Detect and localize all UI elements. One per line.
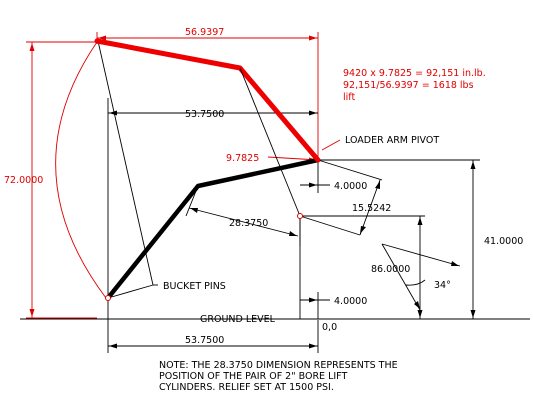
cylinder-angle-line-lower [381,243,421,311]
upper-horizontal-right-arrow [309,110,317,116]
bucket-pins-label: BUCKET PINS [163,281,226,292]
lower-offset-arrow [309,297,317,303]
lower-pin-height-bottom-arrow [417,310,423,318]
cylinder-angle-line-upper [381,243,461,267]
ground-level-label: GROUND LEVEL [200,314,276,325]
diagonal-top-extension [317,159,383,181]
bottom-dimension-left-arrow [109,343,117,349]
pivot-callout-leader [321,139,341,151]
note-line-1: NOTE: THE 28.3750 DIMENSION REPRESENTS T… [159,360,398,371]
bucket-pin-leader-top [97,40,154,286]
pivot-height-label: 41.0000 [484,236,523,247]
cylinder-position-label: 28.3750 [229,218,268,229]
note-line-3: CYLINDERS. RELIEF SET AT 1500 PSI. [159,382,334,393]
loader-arm-pivot-label: LOADER ARM PIVOT [345,135,439,146]
diagonal-dimension-line [359,179,381,236]
loader-arm [94,38,321,163]
calc-line-2: 92,151/56.9397 = 1618 lbs [343,80,474,91]
origin-label: 0,0 [322,322,337,333]
bucket-pin-icon [105,295,111,301]
top-dimension-left-arrow [98,35,106,41]
cylinder-angle-arrow-upper [451,261,459,266]
upper-offset-arrow [309,182,317,188]
total-height-label: 72.0000 [4,175,43,186]
pivot-height-bottom-arrow [470,310,476,318]
height-top-arrow [29,43,35,51]
bottom-width-label: 53.7500 [185,335,224,346]
angle-arc [405,279,426,286]
cylinder-dimension-line [188,207,299,237]
diagonal-span-label: 15.5242 [352,203,391,214]
bucket-swing-arc [55,41,107,299]
ground-right-offset-label: 4.0000 [334,296,367,307]
diagonal-top-arrow [375,181,380,189]
lower-pin-height-top-arrow [417,217,423,225]
cylinder-angle-arrow-lower [414,301,420,309]
lift-arm-linkage [105,157,321,301]
pivot-offset-label: 9.7825 [226,153,259,164]
top-width-label: 56.9397 [185,27,224,38]
black-dimension-lines [20,40,530,353]
cylinder-length-label: 86.0000 [371,264,410,275]
angle-label: 34° [434,280,451,291]
upper-horizontal-label: 53.7500 [185,109,224,120]
cylinder-pin-icon [297,213,303,219]
bottom-dimension-right-arrow [309,343,317,349]
cylinder-centerline [239,67,301,217]
calc-line-1: 9420 x 9.7825 = 92,151 in.lb. [343,68,486,79]
cylinder-left-arrow [190,208,198,213]
height-bottom-arrow [29,309,35,317]
note-line-2: POSITION OF THE PAIR OF 2" BORE LIFT [159,371,347,382]
cylinder-right-arrow [289,231,297,236]
top-dimension-right-arrow [309,35,317,41]
calc-line-3: lift [343,92,355,103]
upper-horizontal-left-arrow [109,110,117,116]
pivot-height-top-arrow [470,161,476,169]
diagonal-bottom-extension [299,215,361,236]
red-construction-lines [26,32,319,319]
bucket-pin-leader-bottom [107,284,154,299]
diagonal-bottom-arrow [360,226,366,234]
pivot-right-offset-label: 4.0000 [334,181,367,192]
